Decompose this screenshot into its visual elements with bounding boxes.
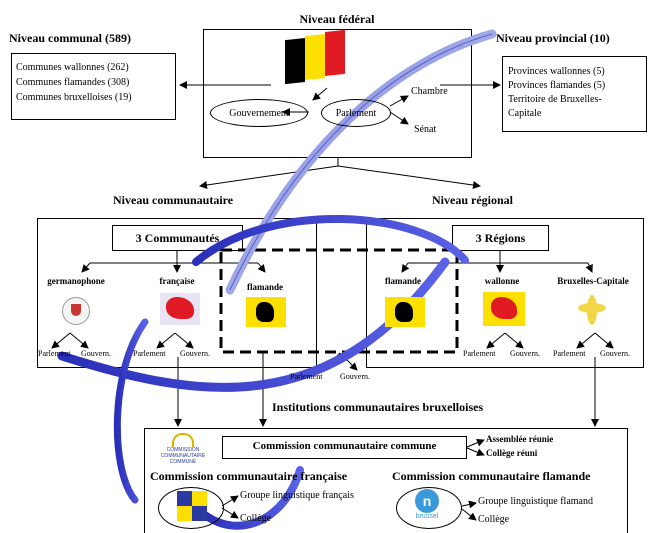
communal-item: Communes wallonnes (262): [16, 62, 129, 73]
flemish-region-lion-flag: [385, 297, 425, 327]
federal-parliament-label: Parlement: [335, 108, 377, 119]
flemish-parliament-label: Parlement: [290, 372, 323, 381]
cocof-logo: [177, 491, 207, 521]
ccc-logo-text: COMMUNE: [169, 459, 197, 465]
communities-box-title: 3 Communautés: [135, 231, 220, 245]
german-community-label: germanophone: [47, 276, 105, 286]
provincial-item: Provinces flamandes (5): [508, 80, 606, 91]
ccc-box: [222, 436, 467, 459]
regions-label-box: [452, 225, 549, 251]
german-parliament-label: Parlement: [38, 349, 71, 358]
provincial-item: Capitale: [508, 108, 542, 119]
communal-box: [11, 53, 176, 120]
vgc-label: Commission communautaire flamande: [392, 469, 591, 483]
ccc-assembly-label: Assemblée réunie: [486, 434, 554, 444]
communal-item: Communes bruxelloises (19): [16, 92, 132, 103]
brussels-parliament-label: Parlement: [553, 349, 586, 358]
brussels-region-iris-flag: [575, 293, 609, 327]
communal-list: Communes wallonnes (262) Communes flaman…: [16, 60, 132, 105]
brussels-institutions-title: Institutions communautaires bruxelloises: [272, 400, 484, 414]
walloon-government-label: Gouvern.: [510, 349, 540, 358]
vgc-group-label: Groupe linguistique flamand: [478, 496, 593, 507]
regional-level-title: Niveau régional: [432, 193, 513, 207]
flemish-region-label: flamande: [385, 276, 421, 286]
brussels-region-label: Bruxelles-Capitale: [557, 276, 629, 286]
cocof-college-label: Collège: [240, 513, 272, 524]
communal-item: Communes flamandes (308): [16, 77, 130, 88]
german-community-emblem: [62, 297, 90, 325]
flemish-community-label: flamande: [247, 282, 283, 292]
community-level-title: Niveau communautaire: [113, 193, 234, 207]
provincial-title: Niveau provincial (10): [496, 31, 610, 45]
walloon-region-label: wallonne: [484, 276, 520, 286]
ccc-logo-text: COMMUNAUTAIRE: [160, 453, 206, 459]
brussels-government-label: Gouvern.: [600, 349, 630, 358]
federal-government-label: Gouvernement: [229, 108, 289, 119]
vgc-college-label: Collège: [478, 514, 510, 525]
vgc-logo: n brussel: [410, 489, 444, 525]
german-government-label: Gouvern.: [81, 349, 111, 358]
provincial-item: Territoire de Bruxelles-: [508, 94, 602, 105]
flemish-community-lion-flag: [246, 297, 286, 327]
ccc-label: Commission communautaire commune: [252, 440, 437, 452]
federal-government-node: Gouvernement: [210, 99, 308, 127]
senate-label: Sénat: [414, 124, 437, 135]
communal-title: Niveau communal (589): [9, 31, 131, 45]
flemish-government-label: Gouvern.: [340, 372, 370, 381]
walloon-region-rooster-flag: [483, 292, 525, 326]
federal-title: Niveau fédéral: [299, 12, 375, 26]
vgc-node: [396, 487, 462, 529]
french-community-label: française: [159, 276, 195, 286]
provincial-item: Provinces wallonnes (5): [508, 66, 605, 77]
provincial-box: [502, 56, 647, 132]
federal-parliament-node: Parlement: [321, 99, 391, 127]
vgc-logo-text: brussel: [415, 513, 439, 520]
cocof-label: Commission communautaire française: [150, 469, 348, 483]
ccc-logo: COMMISSION COMMUNAUTAIRE COMMUNE: [158, 433, 208, 465]
provincial-list: Provinces wallonnes (5) Provinces flaman…: [508, 65, 605, 121]
french-community-rooster-flag: [160, 293, 200, 325]
regions-box-title: 3 Régions: [475, 231, 526, 245]
french-government-label: Gouvern.: [180, 349, 210, 358]
ccc-logo-text: COMMISSION: [166, 447, 200, 453]
cocof-node: [158, 487, 224, 529]
ccc-college-label: Collège réuni: [486, 448, 538, 458]
cocof-group-label: Groupe linguistique français: [240, 490, 354, 501]
walloon-parliament-label: Parlement: [463, 349, 496, 358]
belgian-flag: [285, 29, 345, 86]
chamber-label: Chambre: [411, 86, 448, 97]
french-parliament-label: Parlement: [133, 349, 166, 358]
